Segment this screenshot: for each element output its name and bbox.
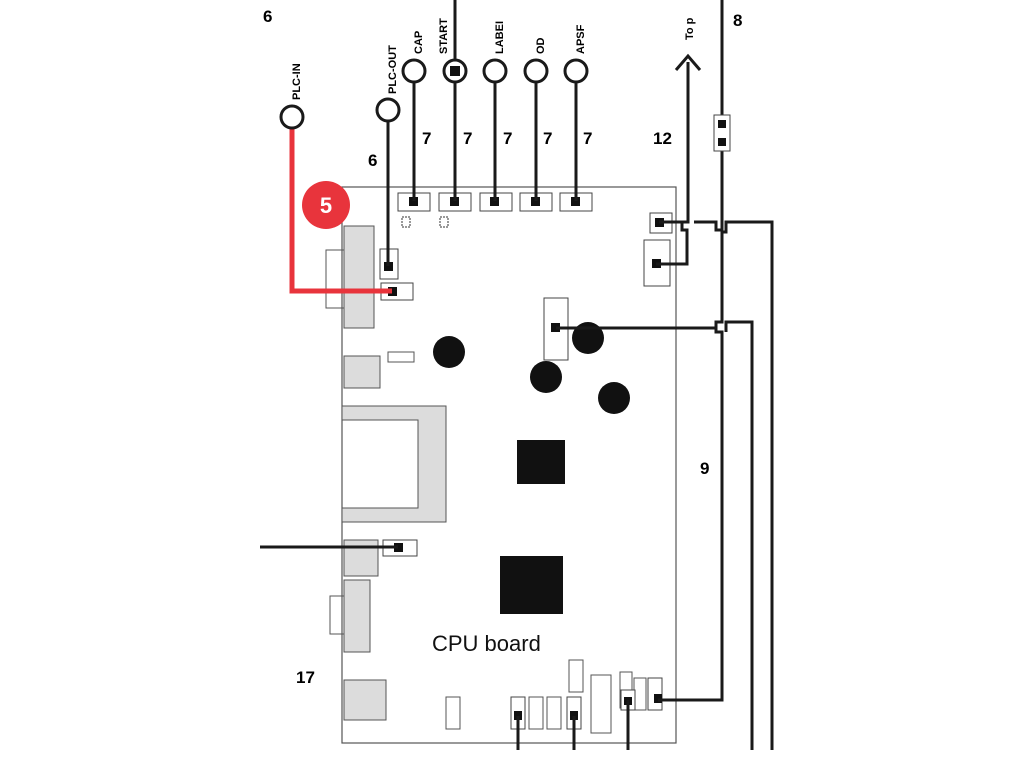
- bottom-component-1: [568, 659, 584, 693]
- label-to-p: To p: [684, 17, 696, 40]
- label-plc-out: PLC-OUT: [387, 45, 399, 94]
- capacitor-3: [530, 361, 562, 393]
- bottom-component-5: [445, 696, 461, 730]
- wire-8-to-bus: [694, 212, 774, 750]
- left-connector-bracket: [325, 249, 345, 309]
- capacitor-2: [572, 322, 604, 354]
- callout-7-start: 7: [463, 129, 472, 148]
- left-connector-large: [343, 225, 375, 329]
- bottom-component-7: [546, 696, 562, 730]
- terminal-apsf: [563, 58, 589, 84]
- left-component-c-bracket: [329, 595, 345, 635]
- left-component-d: [343, 679, 387, 721]
- cpu-board-label: CPU board: [432, 631, 541, 656]
- label-apsf: APSF: [575, 24, 587, 54]
- step-badge-number: 5: [320, 193, 332, 218]
- left-component-c: [343, 579, 371, 653]
- left-component-a: [343, 355, 381, 389]
- wire-plc-in-highlighted: [289, 128, 392, 294]
- terminal-plc-out: [375, 97, 401, 123]
- wire-center-bus: [556, 320, 754, 750]
- wire-to-p: [656, 62, 690, 266]
- terminal-label: [482, 58, 508, 84]
- label-label: LABEI: [494, 21, 506, 54]
- jumper-1: [401, 216, 411, 228]
- callout-7-od: 7: [543, 129, 552, 148]
- cropped-number-label: 6: [263, 7, 272, 26]
- cpu-board-outline: [341, 186, 677, 744]
- callout-7-cap: 7: [422, 129, 431, 148]
- jumper-2: [439, 216, 449, 228]
- callout-8: 8: [733, 11, 742, 30]
- memory-chip: [500, 556, 563, 614]
- callout-9: 9: [700, 459, 709, 478]
- processor-chip: [517, 440, 565, 484]
- left-component-b: [343, 539, 379, 577]
- label-plc-in: PLC-IN: [291, 63, 303, 100]
- terminal-cap: [401, 58, 427, 84]
- terminal-od: [523, 58, 549, 84]
- left-socket: [341, 405, 447, 523]
- callout-6: 6: [368, 151, 377, 170]
- callout-7-label: 7: [503, 129, 512, 148]
- terminal-plc-in: [279, 104, 305, 130]
- capacitor-1: [433, 336, 465, 368]
- small-chip: [387, 351, 415, 363]
- step-badge: [302, 181, 350, 229]
- label-od: OD: [535, 37, 547, 54]
- capacitor-4: [598, 382, 630, 414]
- label-start: START: [438, 18, 450, 54]
- label-cap: CAP: [413, 31, 425, 54]
- wire-9: [658, 232, 724, 702]
- bottom-component-6: [528, 696, 544, 730]
- callout-7-apsf: 7: [583, 129, 592, 148]
- callout-12: 12: [653, 129, 672, 148]
- arrow-head: [674, 53, 702, 71]
- bottom-component-2: [590, 674, 612, 734]
- callout-17: 17: [296, 668, 315, 687]
